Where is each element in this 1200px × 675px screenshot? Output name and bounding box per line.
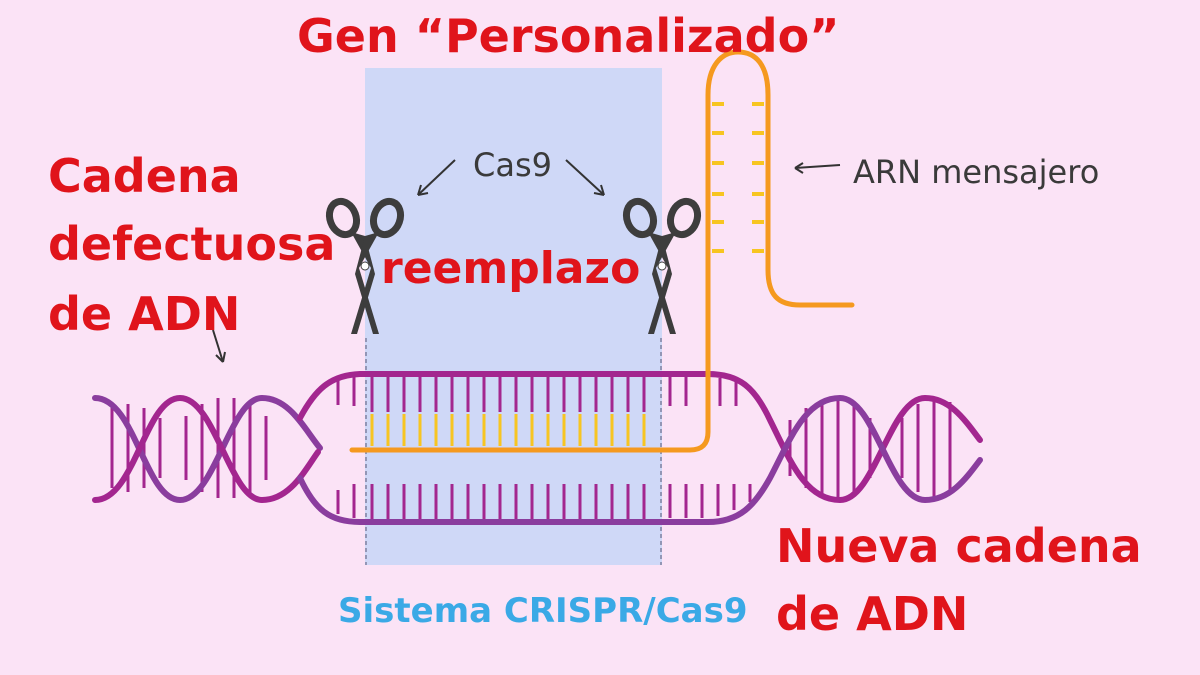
dna-rungs-lower <box>336 484 752 520</box>
arrow-icon <box>794 162 841 174</box>
arrow-icon <box>212 329 226 363</box>
left-label-line3: de ADN <box>48 287 240 341</box>
scissors-icon <box>325 197 405 334</box>
right-label-line1: Nueva cadena <box>776 519 1142 573</box>
right-label-line2: de ADN <box>776 587 968 641</box>
mrna-label: ARN mensajero <box>853 153 1099 191</box>
dna-rungs-left <box>110 398 268 498</box>
mrna-hairpin-rungs <box>712 102 764 253</box>
cas9-label: Cas9 <box>473 146 552 184</box>
rna-pairing-rungs <box>370 414 646 446</box>
system-label: Sistema CRISPR/Cas9 <box>338 591 747 631</box>
top-title: Gen “Personalizado” <box>297 9 839 63</box>
crispr-region-highlight <box>365 68 662 565</box>
left-label-line1: Cadena <box>48 149 241 203</box>
mrna-strand <box>349 49 855 453</box>
arrow-icon <box>417 159 456 196</box>
dna-rungs-upper <box>336 376 738 412</box>
left-label-line2: defectuosa <box>48 217 335 271</box>
dna-rungs-right <box>788 398 952 498</box>
scissors-icon <box>622 197 702 334</box>
dna-backbone <box>92 371 983 525</box>
arrow-icon <box>565 159 605 196</box>
center-label: reemplazo <box>381 243 640 294</box>
